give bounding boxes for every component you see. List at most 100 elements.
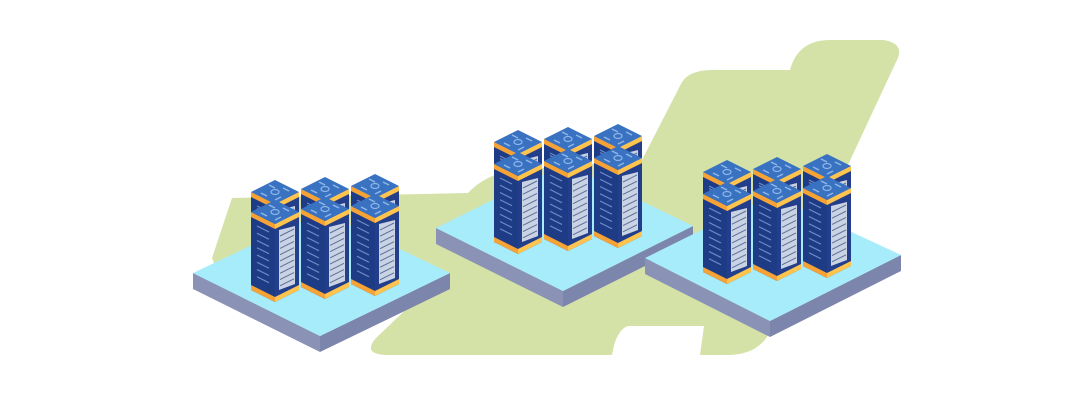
vent: [318, 181, 326, 186]
rack-base-rim: [594, 231, 618, 248]
rack-base-rim: [325, 282, 349, 299]
vent: [268, 204, 276, 209]
server-slot: [708, 243, 722, 251]
fan-icon: [563, 157, 573, 165]
server-slot: [831, 223, 847, 232]
vent: [553, 161, 561, 166]
rack-top: [753, 179, 801, 203]
server-slot: [731, 254, 747, 263]
server-slot: [781, 232, 797, 241]
server-slot: [499, 220, 513, 229]
vent: [820, 158, 828, 163]
rack-left-face: [351, 206, 375, 296]
vent: [625, 153, 633, 158]
server-slot: [731, 235, 747, 244]
fan-icon: [613, 132, 623, 140]
vent: [617, 162, 625, 167]
vent: [360, 206, 368, 211]
vent: [575, 134, 583, 139]
server-slot: [758, 255, 772, 263]
rack-base-rim: [803, 261, 827, 278]
vent: [712, 172, 720, 177]
rack-left-face: [251, 212, 275, 302]
vent: [517, 146, 525, 151]
server-slot: [781, 238, 797, 247]
vent: [611, 150, 619, 155]
server-slot: [572, 208, 588, 217]
server-slot: [379, 228, 395, 237]
rack-base-rim: [703, 267, 727, 284]
server-slot: [781, 207, 797, 216]
rack-top-rim: [703, 194, 727, 211]
fan-icon: [513, 138, 523, 146]
vent: [726, 198, 734, 203]
server-slot: [731, 216, 747, 225]
platform-side-left: [436, 228, 563, 307]
server-slot: [306, 251, 320, 259]
rack-top-rim: [544, 161, 568, 178]
server-slot: [549, 196, 563, 204]
vent: [776, 173, 784, 178]
server-slot: [279, 234, 295, 243]
server-rack: [494, 152, 542, 254]
server-slot: [379, 259, 395, 268]
rack-left-face: [753, 191, 777, 281]
rack-top-rim: [803, 166, 827, 183]
vent: [567, 165, 575, 170]
server-slot: [379, 247, 395, 256]
server-slot: [781, 219, 797, 228]
rack-base-rim: [301, 282, 325, 299]
server-slot: [781, 257, 797, 266]
server-slot: [549, 188, 563, 197]
server-slot: [256, 239, 270, 248]
server-slot: [329, 262, 345, 271]
vent: [274, 216, 282, 221]
server-rack: [544, 149, 592, 251]
server-slot: [708, 236, 722, 244]
vent: [812, 188, 820, 193]
server-slot: [256, 268, 270, 277]
rack-left-face: [703, 194, 727, 284]
fan-icon: [270, 188, 280, 196]
server-slot: [708, 258, 722, 266]
server-slot: [758, 233, 772, 241]
rack-top: [803, 154, 851, 178]
server-slot: [329, 231, 345, 240]
vent: [820, 180, 828, 185]
rack-left-face: [594, 158, 618, 248]
rack-base-rim: [518, 237, 542, 254]
vent: [374, 210, 382, 215]
vent: [368, 178, 376, 183]
vent: [324, 193, 332, 198]
server-slot: [356, 226, 370, 234]
vent: [310, 189, 318, 194]
server-slot: [522, 192, 538, 201]
server-slot: [622, 193, 638, 202]
rack-top-rim: [827, 166, 851, 183]
rack-base-rim: [275, 285, 299, 302]
rack-top-rim: [351, 206, 375, 223]
server-slot: [499, 206, 513, 214]
server-slot: [622, 224, 638, 233]
rack-left-face: [803, 188, 827, 278]
rack-base-rim: [494, 237, 518, 254]
vent: [368, 198, 376, 203]
server-slot: [256, 276, 270, 284]
server-slot: [808, 252, 822, 260]
rack-top-rim: [827, 188, 851, 205]
server-slot: [622, 205, 638, 214]
rack-top-rim: [544, 139, 568, 156]
server-slot: [731, 229, 747, 238]
server-slot: [356, 262, 370, 271]
vent: [268, 184, 276, 189]
rack-top: [301, 197, 349, 221]
server-slot: [306, 273, 320, 281]
server-slot: [758, 204, 772, 212]
server-slot: [808, 215, 822, 224]
rack-top: [351, 174, 399, 198]
server-slot: [622, 180, 638, 189]
fan-icon: [370, 202, 380, 210]
server-slot: [572, 221, 588, 230]
server-slot: [599, 214, 613, 223]
server-slot: [622, 218, 638, 227]
